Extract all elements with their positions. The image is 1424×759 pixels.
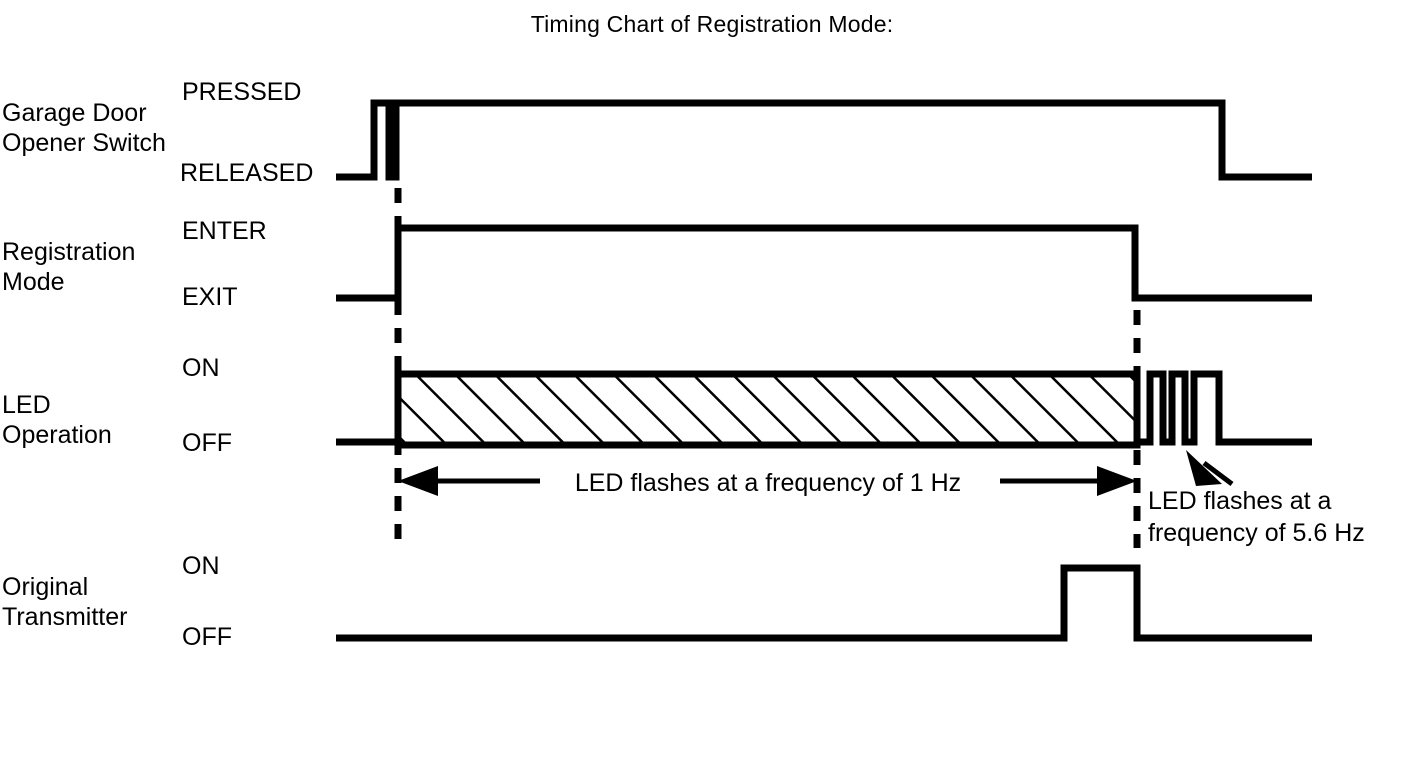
- level-label-pressed: PRESSED: [182, 78, 302, 106]
- fast-flash-pointer-arrow: [1186, 450, 1234, 486]
- signal-label-led-operation: LED Operation: [2, 391, 112, 449]
- waveform-registration-mode: [336, 224, 1312, 302]
- waveform-original-transmitter: [336, 564, 1312, 642]
- signal-label-original-transmitter: Original Transmitter: [2, 573, 128, 631]
- slow-flash-arrow: [398, 466, 1137, 496]
- led-hatched-region: [401, 374, 1134, 442]
- level-label-released: RELEASED: [180, 159, 314, 187]
- signal-label-registration-mode: Registration Mode: [2, 238, 136, 296]
- level-label-exit: EXIT: [182, 283, 238, 311]
- level-label-led-off: OFF: [182, 429, 232, 457]
- level-label-transmitter-off: OFF: [182, 623, 232, 651]
- waveform-led-fast-pulses: [1137, 370, 1312, 446]
- signal-label-garage-door-opener-switch: Garage Door Opener Switch: [2, 99, 166, 157]
- annotation-fast-flash: LED flashes at a frequency of 5.6 Hz: [1148, 487, 1365, 547]
- level-label-transmitter-on: ON: [182, 552, 220, 580]
- led-hatched-region-border: [394, 370, 1141, 449]
- waveform-garage-door-opener-switch: [336, 99, 1312, 181]
- level-label-enter: ENTER: [182, 217, 267, 245]
- level-label-led-on: ON: [182, 354, 220, 382]
- page-title: Timing Chart of Registration Mode:: [530, 11, 894, 37]
- annotation-slow-flash: LED flashes at a frequency of 1 Hz: [574, 469, 962, 497]
